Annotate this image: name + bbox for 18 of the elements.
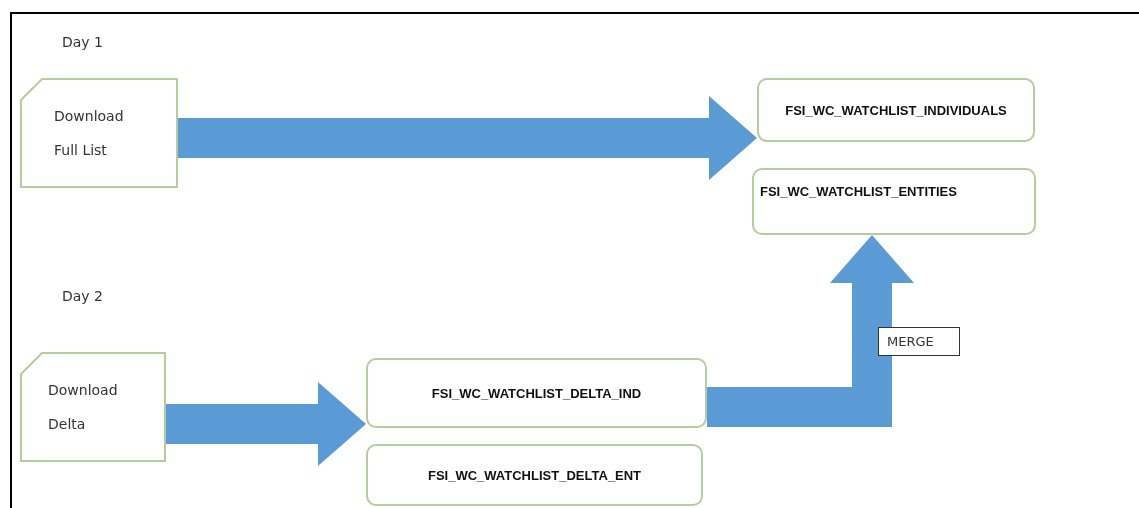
edge-label: MERGE xyxy=(878,327,960,356)
table-box xyxy=(757,78,1035,142)
table-box xyxy=(366,358,707,428)
document-shape xyxy=(20,78,178,188)
table-name: FSI_WC_WATCHLIST_ENTITIES xyxy=(760,184,957,199)
document-shape xyxy=(20,352,166,462)
table-name: FSI_WC_WATCHLIST_DELTA_ENT xyxy=(427,467,642,483)
step-text: Download Full List xyxy=(54,107,125,160)
table-box xyxy=(366,444,703,506)
block-arrow xyxy=(166,382,366,466)
block-arrow xyxy=(178,96,757,180)
step-text: Download Delta xyxy=(48,381,119,434)
day-label: Day 2 xyxy=(62,288,103,304)
table-box xyxy=(752,168,1036,235)
table-name: FSI_WC_WATCHLIST_DELTA_IND xyxy=(431,385,642,401)
day-label: Day 1 xyxy=(62,34,103,50)
table-name: FSI_WC_WATCHLIST_INDIVIDUALS xyxy=(785,102,1007,118)
block-arrow xyxy=(707,235,914,427)
